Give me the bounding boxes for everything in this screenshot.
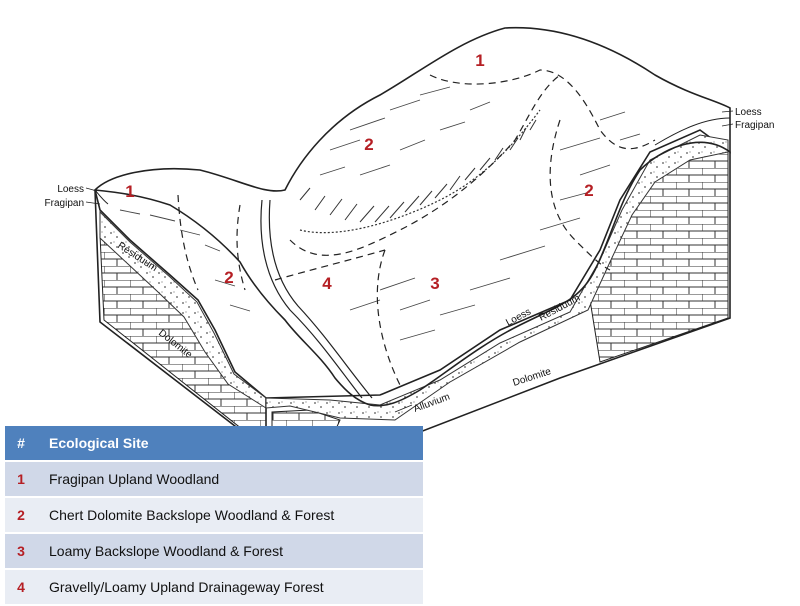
legend-row-number: 4 bbox=[5, 569, 37, 606]
slope-strokes bbox=[119, 86, 641, 341]
legend-row-number: 2 bbox=[5, 497, 37, 534]
site-label-2-left: 2 bbox=[224, 268, 233, 287]
left-loess-line bbox=[94, 189, 109, 205]
legend-row-site-name: Chert Dolomite Backslope Woodland & Fore… bbox=[37, 497, 423, 534]
legend-row: 1 Fragipan Upland Woodland bbox=[5, 461, 423, 498]
ridge-crest bbox=[299, 109, 541, 234]
site-label-1-ridge: 1 bbox=[475, 51, 484, 70]
site-label-2-right: 2 bbox=[584, 181, 593, 200]
front-face bbox=[265, 129, 731, 451]
legend-header-row: # Ecological Site bbox=[5, 426, 423, 462]
fragipan-label-left: Fragipan bbox=[45, 198, 84, 209]
site-label-1-left: 1 bbox=[125, 182, 134, 201]
legend-row-site-name: Gravelly/Loamy Upland Drainageway Forest bbox=[37, 569, 423, 606]
leader-lines bbox=[85, 110, 734, 413]
legend-header-site: Ecological Site bbox=[37, 426, 423, 462]
legend-row: 3 Loamy Backslope Woodland & Forest bbox=[5, 533, 423, 570]
site-number-labels: 1 2 1 2 2 4 3 bbox=[125, 51, 593, 293]
right-loess-line bbox=[654, 117, 731, 146]
ecological-site-legend: # Ecological Site 1 Fragipan Upland Wood… bbox=[5, 426, 423, 606]
ridge-hachures bbox=[299, 119, 537, 223]
legend-row-number: 1 bbox=[5, 461, 37, 498]
drainageway bbox=[260, 199, 363, 399]
site-boundaries bbox=[177, 69, 656, 386]
site-label-2-upper: 2 bbox=[364, 135, 373, 154]
site-label-3: 3 bbox=[430, 274, 439, 293]
legend-header-number: # bbox=[5, 426, 37, 462]
top-surface-outline bbox=[93, 26, 731, 407]
top-surface bbox=[93, 26, 731, 407]
site-label-4: 4 bbox=[322, 274, 332, 293]
loess-label-left: Loess bbox=[57, 184, 84, 195]
legend-row-site-name: Fragipan Upland Woodland bbox=[37, 461, 423, 498]
legend-row-site-name: Loamy Backslope Woodland & Forest bbox=[37, 533, 423, 570]
drainageway-bank bbox=[268, 199, 373, 399]
legend-row: 2 Chert Dolomite Backslope Woodland & Fo… bbox=[5, 497, 423, 534]
loess-label-right: Loess bbox=[735, 107, 762, 118]
fragipan-label-right: Fragipan bbox=[735, 120, 774, 131]
legend-row: 4 Gravelly/Loamy Upland Drainageway Fore… bbox=[5, 569, 423, 606]
front-residuum-band bbox=[265, 134, 729, 421]
left-side-face bbox=[94, 189, 267, 452]
legend-row-number: 3 bbox=[5, 533, 37, 570]
